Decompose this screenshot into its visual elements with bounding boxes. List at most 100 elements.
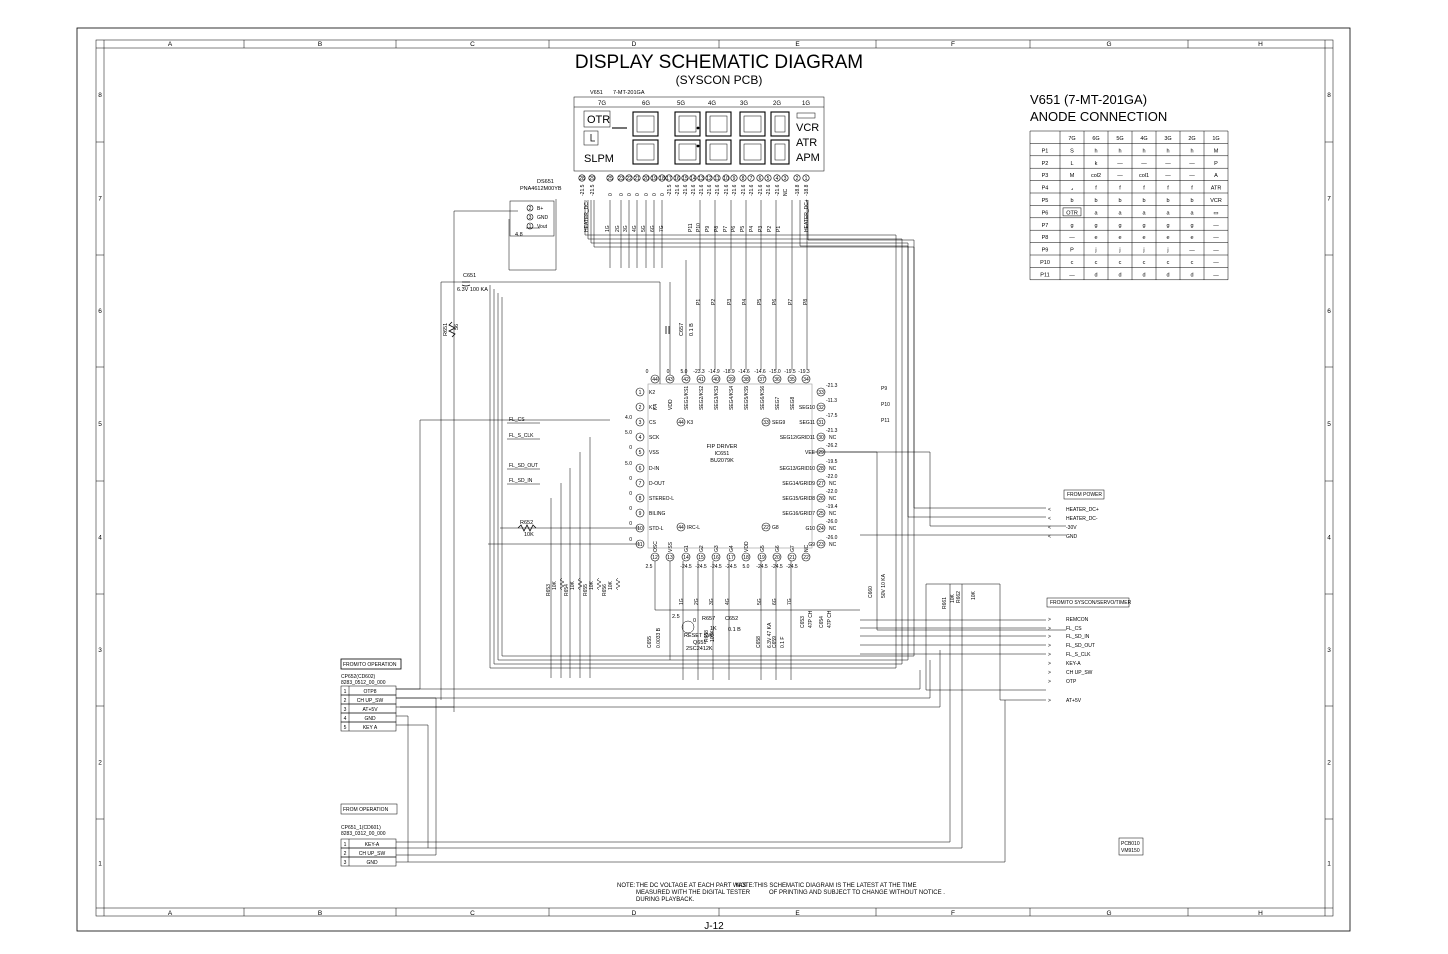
c654-ref: C654 xyxy=(819,616,825,628)
ic-pin-name: D-OUT xyxy=(649,481,665,487)
ic-pin-voltage: 0 xyxy=(667,369,670,375)
anode-cell: 4G xyxy=(1140,136,1147,142)
ic-pin-num: 5 xyxy=(639,450,642,456)
vfd-pin-num: 10 xyxy=(723,176,729,182)
ic-pin-23 xyxy=(816,539,826,549)
anode-cell: e xyxy=(1166,235,1169,241)
ic-pin-voltage: -19.5 xyxy=(826,459,838,465)
ic-pin-31 xyxy=(816,417,826,427)
ic-pin-44 xyxy=(676,522,686,532)
anode-cell: f xyxy=(1191,186,1193,192)
ic-pin-voltage: 0 xyxy=(629,521,632,527)
c651-ref: C651 xyxy=(463,273,476,279)
ic-pin-num: 42 xyxy=(683,377,689,383)
ic-pin-voltage: -22.0 xyxy=(826,474,838,480)
ic-pin-35 xyxy=(787,374,797,384)
ic-pin-voltage: 5.0 xyxy=(743,564,750,570)
note2-label: NOTE: xyxy=(736,883,755,889)
vfd-part: 7-MT-201GA xyxy=(613,90,645,96)
reset-v1: 2.5 xyxy=(672,614,680,620)
vfd-pin-num: 14 xyxy=(690,176,696,182)
grid-row-left-8: 8 xyxy=(98,92,102,99)
ic651-fip-driver: FIP DRIVER IC651 BU2079K 440K4430VDD425.… xyxy=(625,369,838,570)
grid-row-right-5: 5 xyxy=(1327,421,1331,428)
vfd-pin-8 xyxy=(739,174,747,182)
anode-cell: — xyxy=(1213,272,1219,278)
vfd-pin-13 xyxy=(697,174,705,182)
r652-value: 10K xyxy=(524,532,534,538)
ic-pin-7 xyxy=(635,478,645,488)
vfd-apm: APM xyxy=(796,152,820,164)
ds651-pin-num: 2 xyxy=(529,206,532,212)
ds651-pin-num: 3 xyxy=(529,215,532,221)
ic-pin-nc: NC xyxy=(829,466,837,472)
anode-cell: VCR xyxy=(1210,198,1222,204)
syscon-arrow: > xyxy=(1048,652,1051,658)
cp651-part: 8283_0312_00_000 xyxy=(341,831,386,837)
r657-ref: R657 xyxy=(702,616,715,622)
seg-label-P5: P5 xyxy=(757,299,763,305)
vfd-pin-3 xyxy=(781,174,789,182)
ic-pin-name: STEREO-L xyxy=(649,496,674,502)
ic-pin-6 xyxy=(635,463,645,473)
vfd-pin-5 xyxy=(764,174,772,182)
cp652-pin-num: 2 xyxy=(344,698,347,704)
ic-pin-num: 4 xyxy=(639,435,642,441)
anode-cell: b xyxy=(1070,198,1073,204)
vfd-pin-19 xyxy=(650,174,658,182)
ic-pin-8 xyxy=(635,493,645,503)
vfd-pin-voltage: -21.6 xyxy=(766,184,772,196)
anode-cell: OTR xyxy=(1066,210,1078,216)
ic-pin-voltage: 5.0 xyxy=(681,369,688,375)
cp652-pin-num: 1 xyxy=(344,689,347,695)
resistor-value: 10K xyxy=(589,580,595,590)
vfd-pin-voltage: 0 xyxy=(644,193,650,196)
vfd-pin-label: 6G xyxy=(650,225,656,232)
ic-pin-2 xyxy=(635,402,645,412)
anode-cell: f xyxy=(1119,186,1121,192)
ds651-ref: DS651 xyxy=(537,179,554,185)
anode-cell: ▭ xyxy=(1213,210,1219,216)
anode-cell: — xyxy=(1069,235,1075,241)
ic-pin-num: 17 xyxy=(728,555,734,561)
ic-pin-name: NC xyxy=(804,544,810,552)
anode-cell: f xyxy=(1095,186,1097,192)
vfd-ref: V651 xyxy=(590,90,603,96)
syscon-arrow: > xyxy=(1048,670,1051,676)
vfd-grid-5G: 5G xyxy=(677,101,685,107)
otr-cell-box xyxy=(1062,207,1082,217)
cp651-pin-num: 1 xyxy=(344,842,347,848)
cp652-title: FROM/TO OPERATION xyxy=(343,662,397,668)
q651-ref: Q651 xyxy=(693,640,706,646)
ic-pin-voltage: 0 xyxy=(629,445,632,451)
from-power-block: FROM POWER <HEATER_DC+<HEATER_DC-<-30V<G… xyxy=(1048,489,1105,540)
ic-pin-name: G4 xyxy=(729,545,735,552)
resistor-R655: R655 xyxy=(583,584,589,596)
anode-cell: j xyxy=(1094,248,1096,254)
anode-cell: h xyxy=(1190,148,1193,154)
c659-value: 0.1 F xyxy=(780,637,786,648)
pcb-line1: PCB010 xyxy=(1121,841,1140,847)
ic-pin-24 xyxy=(816,523,826,533)
vfd-pin-1 xyxy=(802,174,810,182)
ic-pin-name: SEG1/KS1 xyxy=(684,386,690,410)
note1-line3: DURING PLAYBACK. xyxy=(636,897,695,903)
anode-cell: — xyxy=(1189,248,1195,254)
grid-col-bottom-C: C xyxy=(470,910,475,917)
vfd-pin-6 xyxy=(756,174,764,182)
anode-cell: P xyxy=(1070,248,1074,254)
anode-cell: — xyxy=(1165,173,1171,179)
anode-cell: h xyxy=(1094,148,1097,154)
ic-pin-36 xyxy=(772,374,782,384)
c652-ref: C652 xyxy=(725,616,738,622)
anode-cell: b xyxy=(1190,198,1193,204)
anode-cell: a xyxy=(1094,210,1098,216)
vfd-pin-num: 29 xyxy=(589,176,595,182)
syscon-arrow: > xyxy=(1048,617,1051,623)
ic-pin-name: G3 xyxy=(714,545,720,552)
vfd-pin-num: 20 xyxy=(643,176,649,182)
ic-pin-name: D-IN xyxy=(649,466,660,472)
vfd-pin-label: P6 xyxy=(731,226,737,232)
